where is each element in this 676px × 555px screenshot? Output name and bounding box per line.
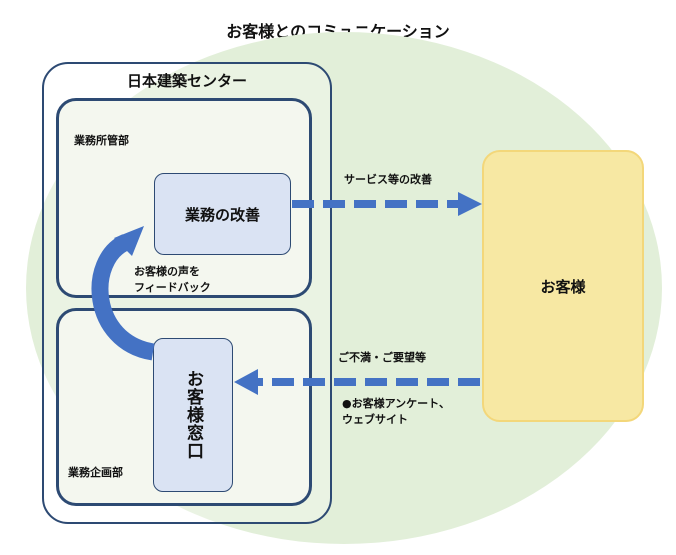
feedback-label-line1: お客様の声を: [134, 265, 200, 278]
survey-label-line1: ●お客様アンケート、: [342, 397, 450, 410]
service-improvement-label: サービス等の改善: [344, 173, 432, 186]
feedback-label-line2: フィードバック: [134, 281, 211, 294]
survey-label-line2: ウェブサイト: [342, 413, 408, 426]
business-improvement-box: 業務の改善: [154, 173, 291, 255]
customer-window-box: お客様窓口: [153, 338, 233, 492]
organization-title: 日本建築センター: [126, 72, 247, 90]
feedback-label: お客様の声を フィードバック: [134, 264, 211, 296]
business-department-label: 業務所管部: [74, 134, 129, 147]
complaints-label: ご不満・ご要望等: [338, 351, 426, 364]
survey-label: ●お客様アンケート、 ウェブサイト: [342, 396, 450, 428]
planning-department-label: 業務企画部: [68, 466, 123, 479]
customer-box: お客様: [482, 150, 644, 422]
